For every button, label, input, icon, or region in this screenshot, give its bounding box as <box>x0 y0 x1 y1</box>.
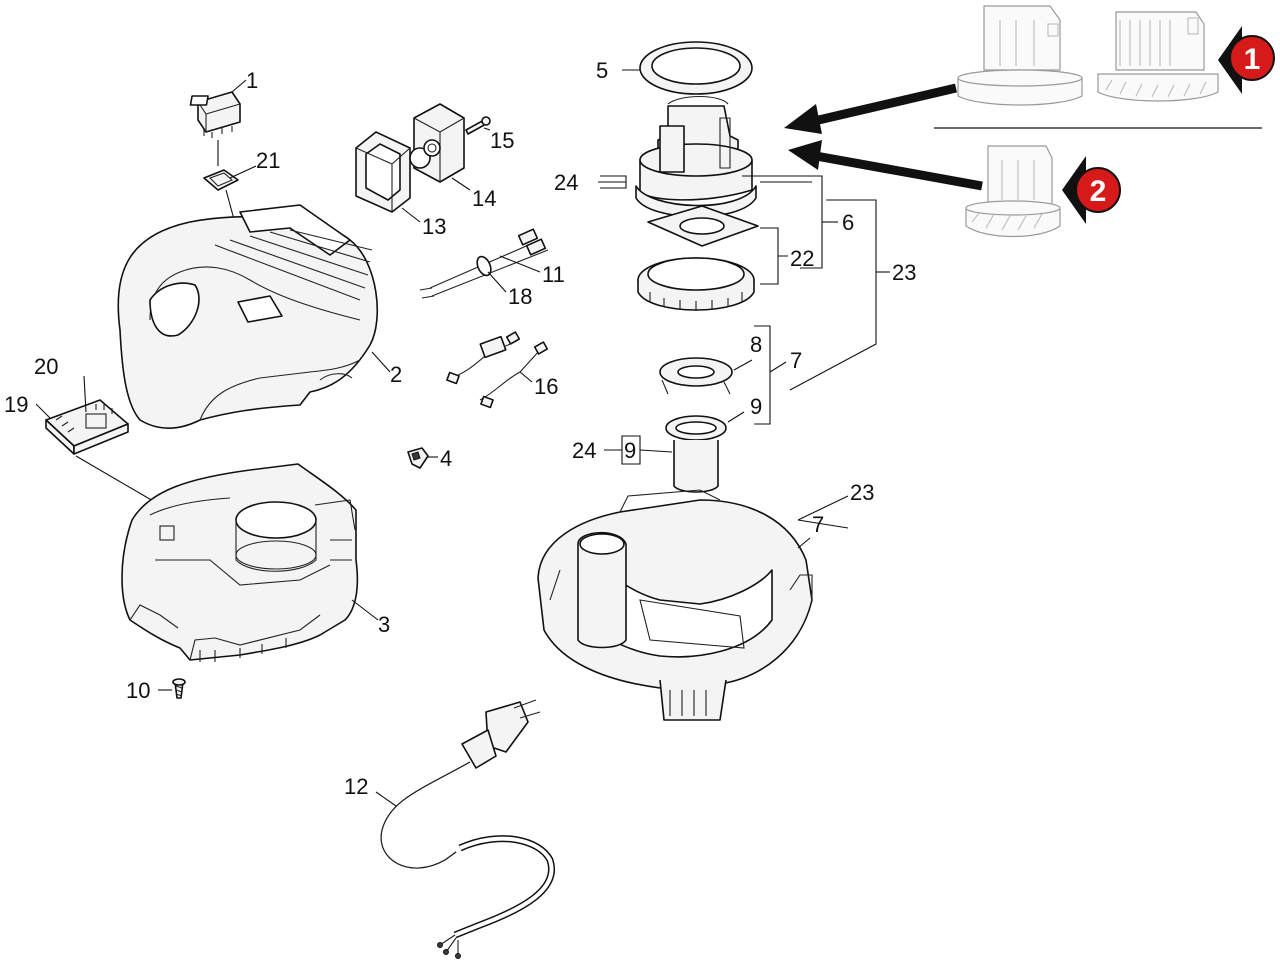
switch-frame-part <box>355 131 411 213</box>
callout-1: 1 <box>246 68 258 93</box>
callout-23-upper: 23 <box>892 260 916 285</box>
callout-2: 2 <box>390 362 402 387</box>
screw-small-part <box>465 116 491 135</box>
callout-13: 13 <box>422 214 446 239</box>
motor-seal-ring-part <box>639 41 753 95</box>
callout-20: 20 <box>34 354 58 379</box>
callout-23-lower: 23 <box>850 480 874 505</box>
switch-housing-part <box>409 103 465 183</box>
variant-2-arrow <box>788 140 983 191</box>
clip-part <box>407 447 429 469</box>
impeller-ring-part <box>637 257 755 311</box>
callout-14: 14 <box>472 186 496 211</box>
callout-18: 18 <box>508 284 532 309</box>
callout-9-upper: 9 <box>750 394 762 419</box>
callout-15: 15 <box>490 128 514 153</box>
variant-badge-1-number: 1 <box>1244 43 1261 76</box>
variant-1-arrow <box>784 83 958 134</box>
cable-harness-16-part <box>446 331 549 409</box>
motor-part <box>635 96 757 218</box>
callout-7-upper: 7 <box>790 348 802 373</box>
callout-5: 5 <box>596 58 608 83</box>
motor-variant-1a-image <box>957 5 1083 106</box>
motor-base-part <box>537 489 813 721</box>
variant-badge-1: 1 <box>1218 26 1275 94</box>
callout-10: 10 <box>126 678 150 703</box>
variant-badge-2: 2 <box>1062 156 1121 224</box>
switch-seal-part <box>203 169 239 191</box>
callout-7-lower: 7 <box>812 512 824 537</box>
callout-4: 4 <box>440 446 452 471</box>
variant-badge-2-number: 2 <box>1090 175 1107 208</box>
motor-cover-part <box>117 204 379 430</box>
callout-8: 8 <box>750 332 762 357</box>
filter-cap-part <box>659 357 733 395</box>
callout-19: 19 <box>4 392 28 417</box>
callout-21: 21 <box>256 148 280 173</box>
callout-6: 6 <box>842 210 854 235</box>
callout-9-lower: 9 <box>624 438 636 463</box>
callout-24-lower: 24 <box>572 438 596 463</box>
switch-part <box>189 91 241 138</box>
callout-16: 16 <box>534 374 558 399</box>
motor-variant-2-image <box>965 145 1061 238</box>
callout-11: 11 <box>542 262 565 287</box>
callout-12: 12 <box>344 774 368 799</box>
circuit-board-part <box>45 399 129 455</box>
lower-housing-part <box>121 463 359 662</box>
callout-24-upper: 24 <box>554 170 578 195</box>
cable-harness-11-part <box>419 228 549 299</box>
callout-22: 22 <box>790 246 814 271</box>
filter-insert-part <box>665 415 727 493</box>
callout-3: 3 <box>378 612 390 637</box>
gasket-part <box>647 205 759 247</box>
screw-part <box>172 678 186 699</box>
power-cable-part <box>380 699 556 959</box>
motor-variant-1b-image <box>1097 11 1219 102</box>
